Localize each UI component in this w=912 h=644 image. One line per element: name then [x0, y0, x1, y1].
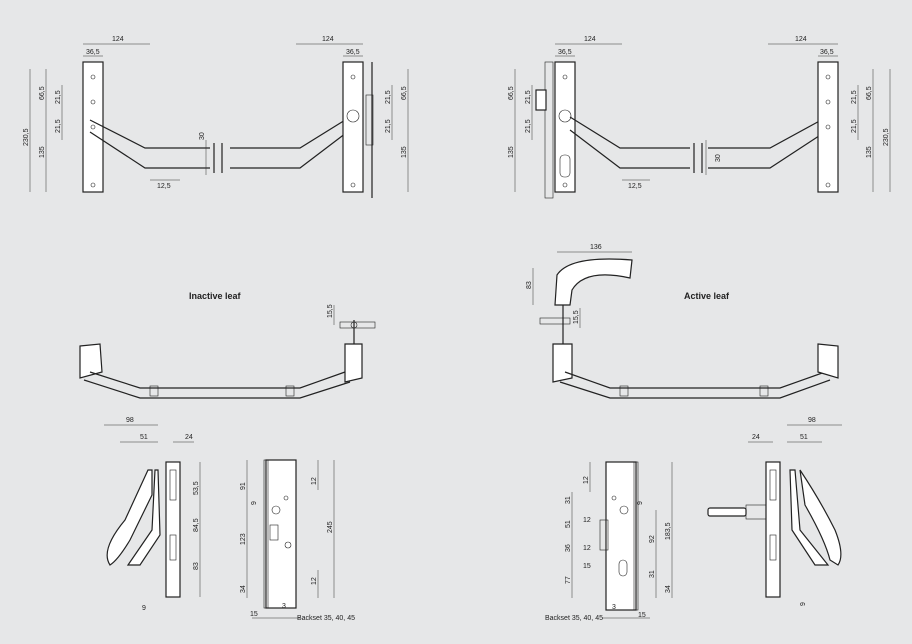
tl-dim-36-5a: 36,5	[86, 49, 100, 56]
tr-dim-21-5b: 21,5	[525, 119, 532, 133]
tr-dim-r-135: 135	[866, 146, 873, 158]
tl-bar-lower	[89, 131, 210, 169]
bmr-dim-15a: 15	[583, 563, 591, 570]
mid-dim-15-5b: 15,5	[573, 310, 580, 324]
tl-dim-r-135: 135	[401, 146, 408, 158]
mid-dim-15-5a: 15,5	[327, 304, 334, 318]
bml-dim-123: 123	[240, 533, 247, 545]
tr-dim-r-21-5b: 21,5	[851, 119, 858, 133]
tl-dim-124b: 124	[322, 36, 334, 43]
bl-dim-84-5: 84,5	[193, 518, 200, 532]
bmr-dim-77: 77	[565, 576, 572, 584]
top-right-panic-bar-view: 124 36,5 124 36,5 66,5 21,5 21,5 135 30 …	[508, 36, 891, 199]
tr-right-plate	[817, 61, 839, 193]
tl-dim-21-5b: 21,5	[55, 119, 62, 133]
bml-dim-91: 91	[240, 482, 247, 490]
br-dim-51: 51	[800, 434, 808, 441]
tl-dim-124a: 124	[112, 36, 124, 43]
tr-dim-30: 30	[715, 154, 722, 162]
tr-dim-124b: 124	[795, 36, 807, 43]
bottom-left-lock-case: 91 9 12 245 123 34 12 15 3 Backset 35, 4…	[240, 459, 355, 622]
bl-dim-51: 51	[140, 434, 148, 441]
bmr-dim-12a: 12	[583, 476, 590, 484]
mid-dim-83: 83	[526, 281, 533, 289]
tr-dim-12-5: 12,5	[628, 183, 642, 190]
br-spindle-handle	[707, 507, 747, 517]
bl-dim-83: 83	[193, 562, 200, 570]
tl-dim-36-5b: 36,5	[346, 49, 360, 56]
bml-dim-12b: 12	[311, 577, 318, 585]
tr-dim-r-21-5a: 21,5	[851, 90, 858, 104]
bmr-dim-36: 36	[565, 544, 572, 552]
bmr-dim-9: 9	[637, 501, 644, 505]
tr-dim-36-5a: 36,5	[558, 49, 572, 56]
tr-dim-r-230-5: 230,5	[883, 128, 890, 146]
tl-dim-230-5: 230,5	[23, 128, 30, 146]
bmr-dim-3: 3	[612, 604, 616, 611]
top-left-panic-bar-view: 124 36,5 124 36,5 230,5 66,5 21,5 21,5 1…	[23, 36, 409, 198]
bml-dim-3: 3	[282, 603, 286, 610]
active-leaf-label: Active leaf	[684, 291, 730, 301]
tl-dim-66-5: 66,5	[39, 86, 46, 100]
tr-dim-21-5a: 21,5	[525, 90, 532, 104]
tl-right-plate	[342, 61, 364, 193]
tl-dim-30: 30	[199, 132, 206, 140]
tl-dim-r-21-5b: 21,5	[385, 119, 392, 133]
tr-dim-124a: 124	[584, 36, 596, 43]
backset-right-label: Backset 35, 40, 45	[545, 615, 603, 622]
bmr-dim-15b: 15	[638, 612, 646, 619]
mid-dim-136: 136	[590, 244, 602, 251]
tl-dim-135: 135	[39, 146, 46, 158]
br-dim-24: 24	[752, 434, 760, 441]
bmr-dim-92: 92	[649, 535, 656, 543]
bmr-dim-12b: 12	[583, 517, 591, 524]
bl-dim-98: 98	[126, 417, 134, 424]
bml-dim-12a: 12	[311, 477, 318, 485]
br-dim-98: 98	[808, 417, 816, 424]
inactive-leaf-view: Inactive leaf 15,5	[79, 291, 376, 399]
tr-dim-r-66-5: 66,5	[866, 86, 873, 100]
bmr-dim-34: 34	[665, 585, 672, 593]
bmr-dim-12c: 12	[583, 545, 591, 552]
bl-dim-9: 9	[142, 605, 146, 612]
lever-handle	[554, 258, 633, 306]
tl-dim-21-5a: 21,5	[55, 90, 62, 104]
bl-dim-24: 24	[185, 434, 193, 441]
active-leaf-view: Active leaf 136 83 15,5	[526, 244, 839, 399]
bottom-right-side-section: 98 24 51 9	[707, 417, 842, 606]
tl-left-plate	[82, 61, 104, 193]
bottom-right-lock-case: 12 31 9 12 51 183,5 92 36 12 31 77 15 34…	[545, 461, 673, 622]
tl-bar-upper	[89, 119, 210, 149]
tr-dim-135: 135	[508, 146, 515, 158]
br-dim-9: 9	[800, 602, 807, 606]
tl-dim-r-66-5: 66,5	[401, 86, 408, 100]
tr-left-plate	[554, 61, 576, 193]
tl-dim-r-21-5a: 21,5	[385, 90, 392, 104]
bmr-dim-51: 51	[565, 520, 572, 528]
tr-dim-36-5b: 36,5	[820, 49, 834, 56]
inactive-leaf-label: Inactive leaf	[189, 291, 242, 301]
bml-dim-245: 245	[327, 521, 334, 533]
tl-dim-12-5: 12,5	[157, 183, 171, 190]
bmr-dim-31a: 31	[565, 496, 572, 504]
bml-dim-9: 9	[251, 501, 258, 505]
bottom-left-side-section: 98 51 24 53,5 84,5 83 9	[104, 417, 201, 612]
bmr-dim-31b: 31	[649, 570, 656, 578]
bmr-dim-183-5: 183,5	[665, 522, 672, 540]
bl-dim-53-5: 53,5	[193, 481, 200, 495]
bml-dim-34: 34	[240, 585, 247, 593]
bml-dim-15: 15	[250, 611, 258, 618]
backset-left-label: Backset 35, 40, 45	[297, 615, 355, 622]
tr-dim-66-5: 66,5	[508, 86, 515, 100]
